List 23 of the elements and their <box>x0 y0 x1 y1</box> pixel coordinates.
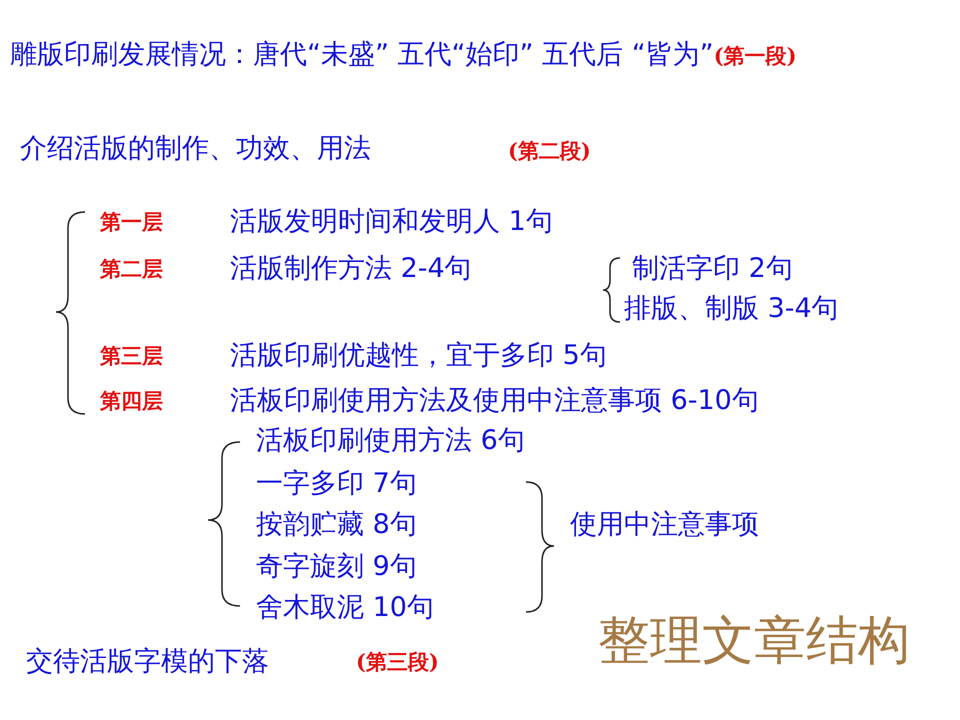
outline-text: 使用中注意事项 <box>570 508 759 542</box>
outline-text: 舍木取泥 10句 <box>256 591 434 625</box>
title: 整理文章结构 <box>598 610 910 673</box>
outline-text: 奇字旋刻 9句 <box>256 550 417 584</box>
section-mark: 第二层 <box>100 255 163 283</box>
section-mark: 第一层 <box>100 208 163 236</box>
outline-text: 一字多印 7句 <box>256 467 417 501</box>
section-mark: 第三层 <box>100 342 163 370</box>
outline-text: 活板印刷使用方法及使用中注意事项 6-10句 <box>230 384 759 418</box>
section-mark: 第四层 <box>100 387 163 415</box>
outline-text: 排版、制版 3-4句 <box>624 292 839 326</box>
outline-text: 活板印刷使用方法 6句 <box>256 424 525 458</box>
outline-text: 活版印刷优越性，宜于多印 5句 <box>230 339 607 373</box>
section-mark: (第三段) <box>356 648 439 676</box>
outline-text: 活版发明时间和发明人 1句 <box>230 205 553 239</box>
heading-text: 雕版印刷发展情况：唐代“未盛” 五代“始印” 五代后 “皆为” <box>10 39 714 70</box>
outline-text: 交待活版字模的下落 <box>26 645 269 679</box>
section-mark: (第一段) <box>714 43 797 68</box>
outline-text: 按韵贮藏 8句 <box>256 508 417 542</box>
outline-text: 活版制作方法 2-4句 <box>230 252 472 286</box>
outline-text: 介绍活版的制作、功效、用法 <box>20 132 371 166</box>
outline-text: 制活字印 2句 <box>632 252 793 286</box>
section-mark: (第二段) <box>508 137 591 165</box>
